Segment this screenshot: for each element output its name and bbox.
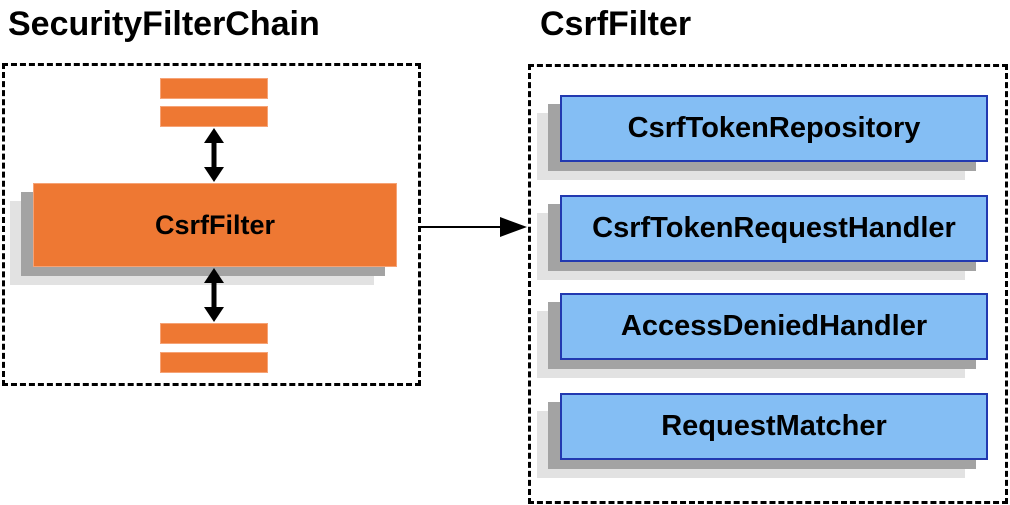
csrf-filter-components-container: CsrfTokenRepository CsrfTokenRequestHand… bbox=[528, 64, 1008, 504]
flow-arrow-icon bbox=[420, 217, 527, 237]
filter-placeholder-bar bbox=[160, 323, 268, 344]
security-filter-chain-title: SecurityFilterChain bbox=[8, 5, 320, 43]
csrf-filter-title: CsrfFilter bbox=[540, 5, 692, 43]
security-filter-chain-container: CsrfFilter bbox=[2, 63, 421, 386]
component-box-csrf-token-repository: CsrfTokenRepository bbox=[560, 95, 988, 162]
filter-placeholder-bar bbox=[160, 352, 268, 373]
component-box-request-matcher: RequestMatcher bbox=[560, 393, 988, 460]
filter-placeholder-bar bbox=[160, 78, 268, 99]
csrf-filter-node-label: CsrfFilter bbox=[154, 209, 276, 240]
csrf-filter-node: CsrfFilter bbox=[33, 183, 397, 267]
bidirectional-arrow-icon bbox=[204, 128, 224, 182]
filter-placeholder-bar bbox=[160, 106, 268, 127]
bidirectional-arrow-icon bbox=[204, 268, 224, 322]
component-box-csrf-token-request-handler: CsrfTokenRequestHandler bbox=[560, 195, 988, 262]
component-box-access-denied-handler: AccessDeniedHandler bbox=[560, 293, 988, 360]
